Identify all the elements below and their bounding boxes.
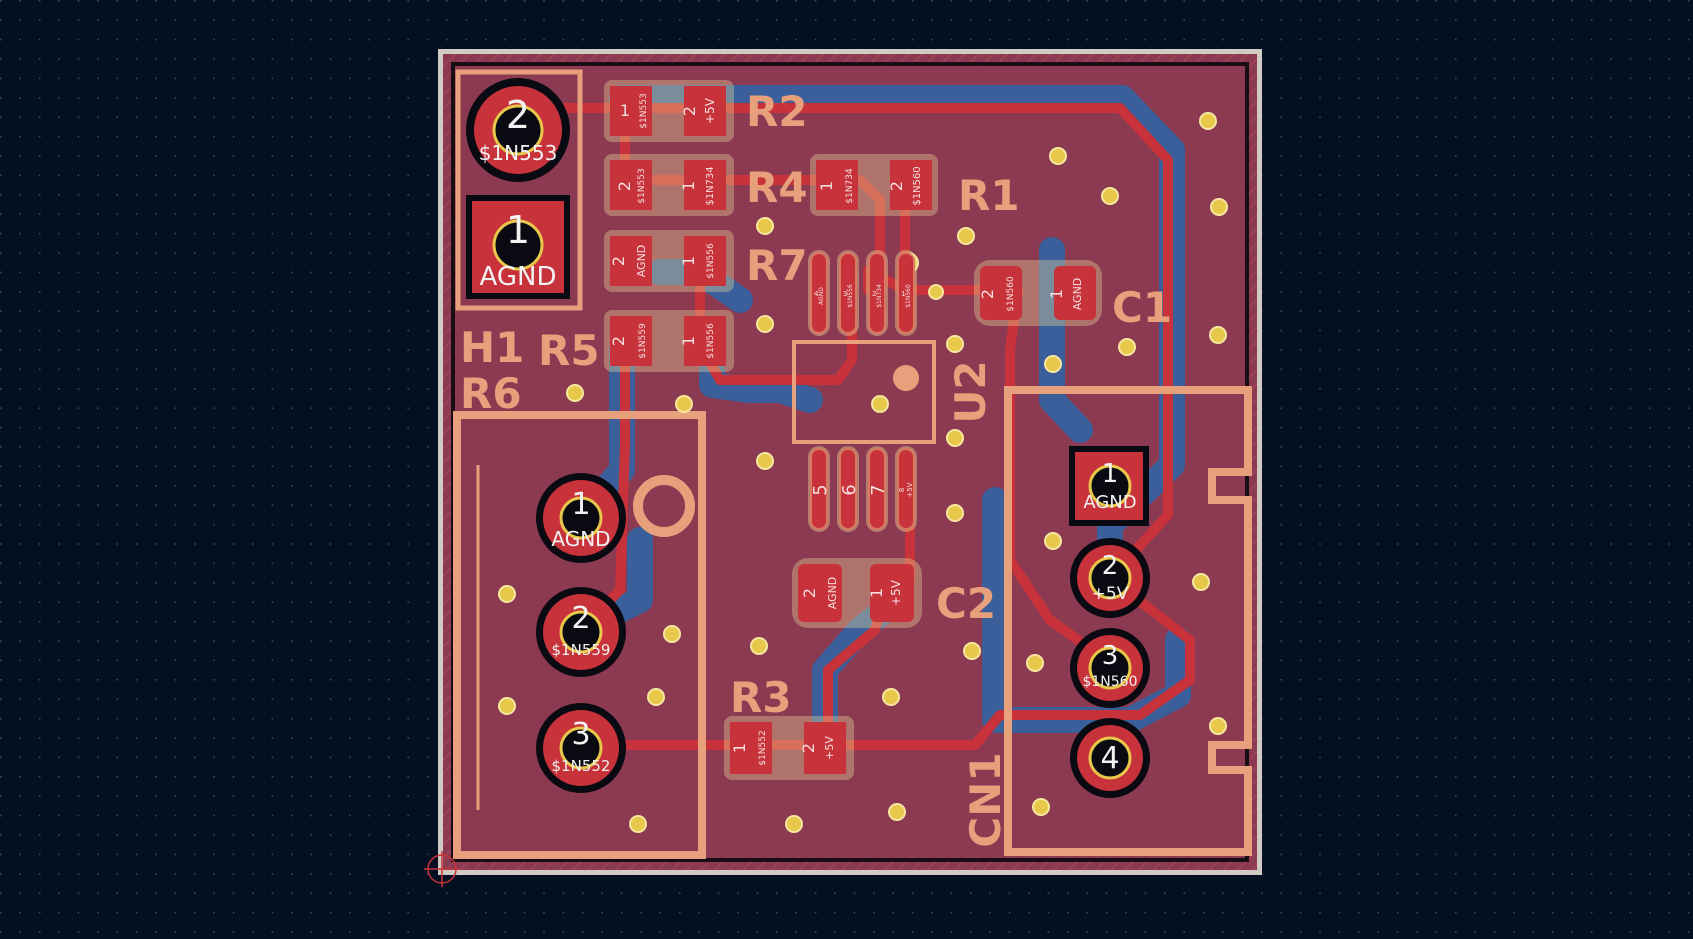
footprint-c2[interactable]: 2 AGND 1 +5V	[792, 558, 922, 628]
pad-net-label: AGND	[1071, 278, 1084, 311]
pad-number: 1	[679, 336, 698, 346]
pad-net-label: +5V	[1092, 584, 1129, 604]
footprint-r6[interactable]: 1 $1N553 2 +5V	[604, 80, 734, 142]
pad-number: 1	[1102, 459, 1119, 489]
pad-number: 5	[810, 484, 831, 495]
pad-number: 4	[1100, 741, 1119, 776]
pad-net-label: +5V	[889, 579, 903, 606]
pad-number: 1	[730, 743, 749, 753]
pad-number: 3	[1102, 641, 1119, 671]
pad-net-label: $1N556	[847, 284, 854, 308]
pad-number: 1	[901, 290, 905, 298]
pad-net-label: $1N560	[905, 284, 912, 308]
pad-number: 1	[817, 181, 836, 191]
ref-h1: H1	[460, 323, 524, 372]
pad-number: 8	[898, 488, 906, 492]
pad-net-label: AGND	[1083, 492, 1136, 513]
pad-number: 2	[609, 336, 628, 346]
pad-number: 2	[887, 181, 906, 191]
pad-number: 7	[868, 484, 889, 495]
pad-net-label: AGND	[818, 287, 825, 305]
pad-number: 3	[571, 717, 590, 752]
ref-r1: R1	[958, 171, 1020, 220]
pad-number: 3	[843, 290, 847, 298]
pad-net-label: $1N553	[479, 141, 558, 165]
footprint-j1[interactable]: 1 AGND 2 $1N559 3 $1N552	[536, 473, 626, 793]
pad-number: 1	[867, 588, 886, 598]
pad-net-label: +5V	[906, 482, 914, 497]
footprint-r4[interactable]: 1 $1N734 2 $1N560	[810, 154, 938, 216]
ref-r6: R6	[460, 369, 522, 418]
pad-number: 2	[978, 289, 997, 299]
ref-cn1: CN1	[961, 752, 1010, 847]
ref-r3: R3	[730, 673, 792, 722]
pad-net-label: $1N552	[758, 730, 768, 765]
pad-net-label: $1N734	[705, 166, 716, 205]
pad-number: 2	[506, 93, 530, 137]
pad-number: 2	[571, 601, 590, 636]
pad-number: 2	[680, 106, 699, 116]
pad-number: 2	[615, 181, 634, 191]
pad-net-label: $1N734	[876, 284, 883, 308]
pad-number: 1	[679, 256, 698, 266]
pad-number: 1	[679, 181, 698, 191]
ref-c1: C1	[1112, 283, 1172, 332]
ref-r5: R5	[538, 326, 600, 375]
pad-net-label: $1N560	[1082, 674, 1137, 690]
pad-net-label: $1N734	[845, 168, 855, 204]
origin-crosshair-icon	[424, 851, 460, 887]
footprint-r2[interactable]: 2 $1N553 1 $1N734	[604, 154, 734, 216]
pad-number: 1	[1047, 289, 1066, 299]
footprint-h1[interactable]: 2 $1N553 1 AGND	[455, 69, 583, 311]
pad-number: 1	[506, 208, 530, 252]
pad-number: 2	[609, 256, 628, 266]
footprint-c1[interactable]: 2 $1N560 1 AGND	[974, 260, 1102, 326]
pad-net-label: $1N556	[706, 243, 716, 279]
footprint-r5[interactable]: 2 $1N559 1 $1N556	[604, 310, 734, 372]
ref-r4: R4	[746, 163, 808, 212]
pad-number: 1	[620, 101, 630, 120]
pad-net-label: $1N553	[637, 168, 647, 203]
pad-number: 4	[814, 290, 819, 298]
pad-number: 2	[799, 743, 818, 753]
reference-designators: R2 R4 R1 R7 R5 H1 R6 C1 U2 C2 R3 CN1	[460, 87, 1172, 848]
pad-net-label: AGND	[826, 577, 839, 610]
pad-net-label: $1N553	[639, 93, 649, 128]
pad-net-label: $1N556	[706, 323, 716, 359]
pad-net-label: AGND	[480, 262, 557, 292]
pad-net-label: $1N560	[912, 166, 923, 205]
pad-net-label: AGND	[551, 527, 610, 551]
footprint-cn1[interactable]: 1 AGND 2 +5V 3 $1N560 4	[1069, 446, 1150, 798]
pad-number: 2	[872, 290, 876, 298]
pad-net-label: $1N559	[552, 641, 611, 659]
footprint-r3[interactable]: 1 $1N552 2 +5V	[724, 716, 854, 780]
footprint-u2[interactable]: 4 AGND 3 $1N556 2 $1N734 1 $1N560 5 6 7 …	[808, 250, 917, 532]
ref-r2: R2	[746, 87, 808, 136]
pad-net-label: $1N552	[552, 757, 611, 775]
ref-r7: R7	[746, 241, 808, 290]
ref-c2: C2	[936, 579, 996, 628]
pad-net-label: AGND	[635, 245, 648, 278]
pad-net-label: +5V	[703, 97, 717, 124]
silkscreen-outlines	[453, 340, 1252, 859]
pad-number: 6	[839, 484, 860, 495]
pad-number: 2	[800, 588, 819, 598]
footprint-r7[interactable]: 2 AGND 1 $1N556	[604, 230, 734, 292]
pad-net-label: $1N560	[1006, 276, 1016, 312]
pad-number: 2	[1102, 551, 1119, 581]
pad-number: 1	[571, 487, 590, 522]
ref-u2: U2	[946, 360, 995, 423]
pad-net-label: $1N559	[638, 323, 648, 359]
pad-net-label: +5V	[823, 736, 836, 760]
